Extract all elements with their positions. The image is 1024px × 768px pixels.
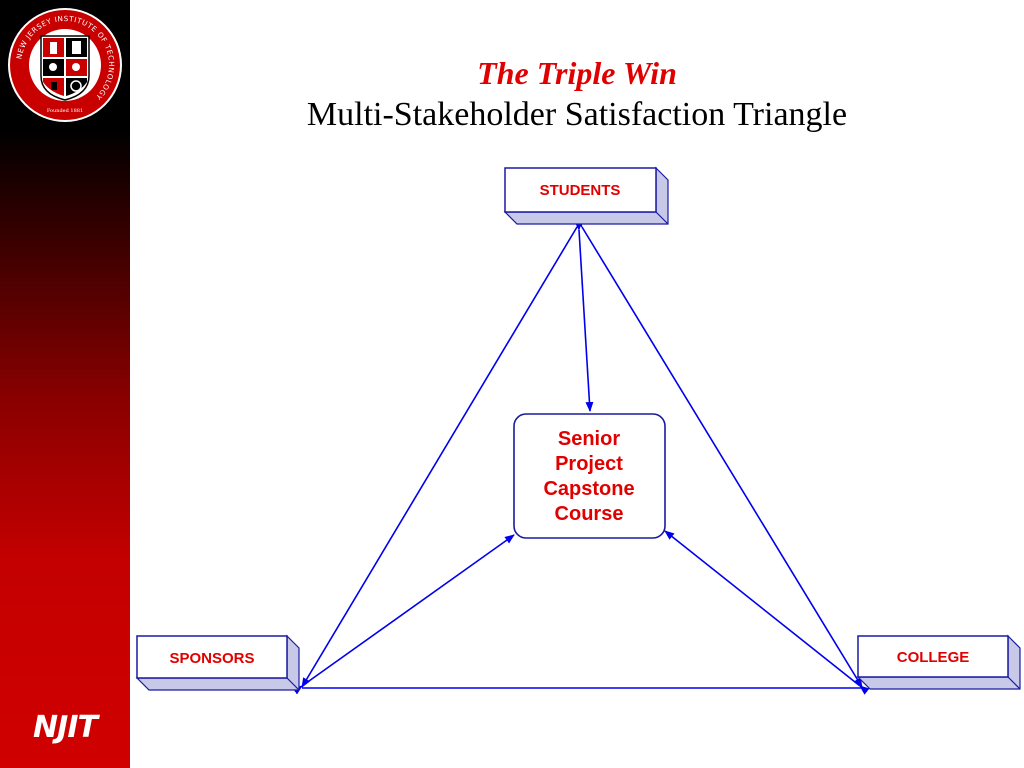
node-college-label: COLLEGE (897, 649, 970, 666)
center-line-2: Project (555, 453, 623, 475)
slide-title: The Triple Win (477, 55, 677, 91)
node-sponsors-label: SPONSORS (169, 650, 254, 667)
node-center: Senior Project Capstone Course (513, 413, 666, 539)
connector-college-center (664, 530, 870, 695)
node-students: STUDENTS (503, 166, 669, 225)
connector-sponsors-center (292, 534, 515, 695)
njit-wordmark: NJIT (33, 710, 98, 745)
node-sponsors: SPONSORS (135, 634, 300, 691)
node-college: COLLEGE (856, 634, 1021, 690)
njit-seal-icon: NEW JERSEY INSTITUTE OF TECHNOLOGY Found… (6, 6, 124, 124)
center-line-4: Course (555, 503, 624, 525)
logo-founded-text: Founded 1881 (47, 108, 83, 114)
center-line-3: Capstone (543, 478, 634, 500)
center-line-1: Senior (558, 428, 620, 450)
sidebar: NEW JERSEY INSTITUTE OF TECHNOLOGY Found… (0, 0, 130, 768)
connector-students-center (574, 220, 594, 412)
node-students-label: STUDENTS (540, 182, 621, 199)
slide-subtitle: Multi-Stakeholder Satisfaction Triangle (306, 96, 848, 133)
title-block: The Triple Win Multi-Stakeholder Satisfa… (130, 52, 1024, 136)
